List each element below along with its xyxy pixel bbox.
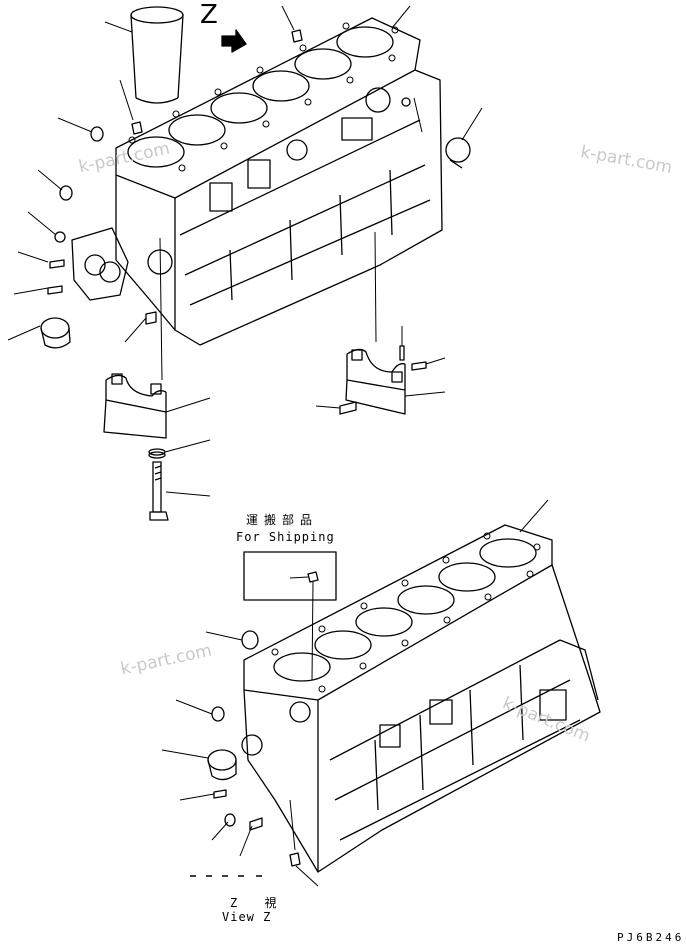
- front-plate-upper: [71, 227, 129, 301]
- cylinder-bores-lower: [273, 538, 537, 682]
- shipping-label-jp: 運搬部品: [246, 513, 319, 527]
- view-label-en: View Z: [222, 910, 272, 924]
- shipping-box: [243, 551, 337, 681]
- small-parts-upper: [40, 29, 471, 349]
- view-label-jp: Z 視: [230, 896, 287, 910]
- small-parts-lower: [207, 630, 301, 867]
- washer-and-bolt: [148, 439, 211, 521]
- shipping-label-en: For Shipping: [236, 530, 335, 544]
- main-bearing-cap-right: [315, 326, 446, 415]
- drawing-code: PJ6B246: [617, 931, 685, 944]
- cylinder-bores-upper: [127, 26, 394, 168]
- cylinder-block-upper: [99, 17, 443, 346]
- view-z-letter: Z: [200, 0, 218, 30]
- leader-lines-lower: [161, 499, 549, 887]
- main-bearing-cap-left: [103, 373, 211, 439]
- cylinder-block-lower: [241, 524, 601, 873]
- view-z-arrow: [221, 29, 247, 53]
- cylinder-liner: [130, 6, 184, 104]
- leader-lines-upper: [7, 5, 483, 381]
